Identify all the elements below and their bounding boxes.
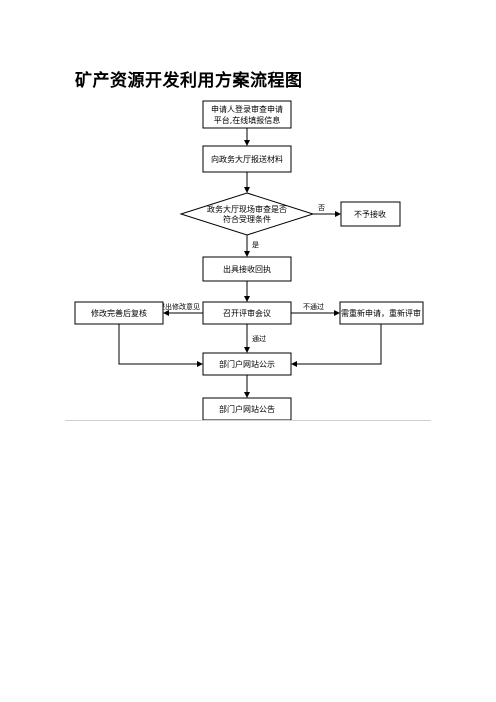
edge-rereview-to-publicity [291,324,382,367]
node-meeting-label: 召开评审会议 [223,308,271,318]
node-apply-line1: 申请人登录审查申请 [211,104,283,114]
edge-label-no: 否 [318,204,325,212]
node-revise-recheck: 修改完善后复核 [74,301,164,325]
node-revise-label: 修改完善后复核 [91,308,147,318]
node-reapply-rereview: 需重新申请，重新评审 [339,301,424,325]
node-announcement-label: 部门户网站公告 [219,404,275,414]
node-rereview-label: 需重新申请，重新评审 [341,308,421,318]
node-submit-label: 向政务大厅报送材料 [211,154,283,164]
node-review-meeting: 召开评审会议 [202,301,292,325]
node-onsite-check-decision: 政务大厅现场审查是否 符合受理条件 [179,192,315,236]
node-reject-label: 不予接收 [354,209,386,219]
edge-label-pass: 通过 [252,334,266,343]
node-check-line2: 符合受理条件 [223,214,271,224]
node-website-announcement: 部门户网站公告 [202,397,292,421]
node-apply-line2: 平台,在线填报信息 [214,115,281,125]
edge-label-not-pass: 不通过 [303,302,324,311]
node-issue-receipt: 出具接收回执 [202,256,292,282]
edge-revise-to-publicity [118,324,203,367]
node-submit-materials: 向政务大厅报送材料 [202,145,292,173]
node-website-publicity: 部门户网站公示 [202,352,292,376]
page-title: 矿产资源开发利用方案流程图 [75,71,303,91]
edge-label-yes: 是 [252,241,259,249]
node-receipt-label: 出具接收回执 [223,264,271,274]
node-check-line1: 政务大厅现场审查是否 [207,204,287,214]
node-reject: 不予接收 [340,201,401,227]
node-apply-online: 申请人登录审查申请 平台,在线填报信息 [202,100,292,129]
page-divider [65,420,431,421]
edge-label-propose-changes: 提出修改意见 [158,302,200,311]
node-publicity-label: 部门户网站公示 [219,359,275,369]
